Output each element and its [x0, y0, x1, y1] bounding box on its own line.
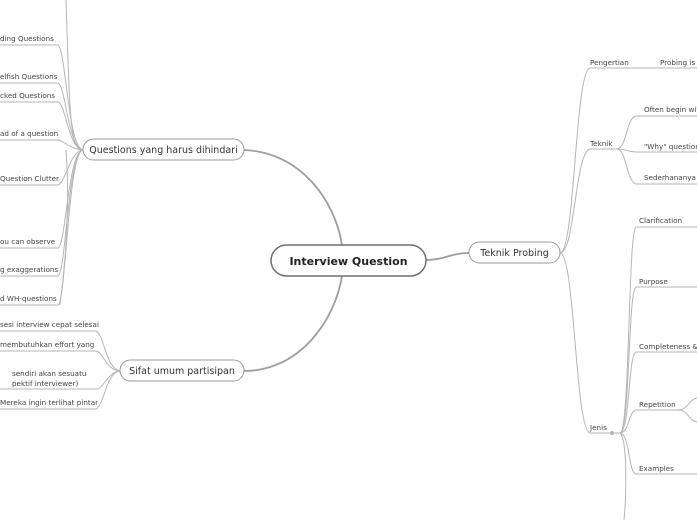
- leaf-label: Repetition: [639, 400, 676, 409]
- connector-jenis-4: [619, 409, 678, 434]
- branch-questions-yang-harus-dihindari[interactable]: Questions yang harus dihindari: [82, 138, 245, 161]
- connector-root-questions: [243, 149, 343, 246]
- connector-sifat-2: [0, 350, 121, 372]
- leaf-label: sesi interview cepat selesai: [0, 320, 99, 329]
- category-labels: Pengertian Teknik Jenis: [589, 58, 629, 432]
- leaf-label: Completeness & a: [639, 342, 697, 351]
- connector-teknik-3: [616, 148, 697, 185]
- branch-sifat-umum-partisipan[interactable]: Sifat umum partisipan: [119, 359, 245, 382]
- leaf-label: Purpose: [639, 277, 668, 286]
- leaf-label: Probing is a: [660, 58, 697, 67]
- root-node-frame[interactable]: [270, 244, 427, 277]
- leaf-label: ad of a question: [0, 129, 58, 138]
- category-pengertian[interactable]: Pengertian: [590, 58, 629, 67]
- connector-sifat-1: [0, 330, 121, 372]
- branch-node-label: Sifat umum partisipan: [129, 366, 235, 377]
- category-teknik[interactable]: Teknik: [589, 139, 613, 148]
- sifat-leaf-labels: sesi interview cepat selesai membutuhkan…: [0, 320, 99, 407]
- connector-teknik-2: [616, 148, 697, 153]
- questions-leaf-labels: ding Questions elfish Questions cked Que…: [0, 34, 59, 303]
- branch-node-frame[interactable]: [468, 241, 561, 264]
- branch-node-frame[interactable]: [119, 359, 245, 382]
- connector-leaf-4: [0, 139, 84, 151]
- branch-node-label: Teknik Probing: [479, 248, 549, 259]
- connector-jenis-5: [619, 432, 697, 475]
- connector-jenis-6: [619, 432, 627, 520]
- jenis-collapse-dot[interactable]: [610, 431, 614, 435]
- connector-jenis-1: [619, 226, 697, 434]
- connector-probing-teknik: [559, 148, 617, 254]
- leaf-label: cked Questions: [0, 91, 55, 100]
- leaf-label: d WH-questions: [0, 294, 57, 303]
- connector-probing-jenis: [559, 252, 620, 434]
- branch-node-label: Questions yang harus dihindari: [89, 145, 237, 156]
- branch-teknik-probing[interactable]: Teknik Probing: [468, 241, 561, 264]
- connector-sifat-4: [0, 370, 121, 410]
- root-node-label: Interview Question: [289, 255, 407, 268]
- branch-node-frame[interactable]: [82, 138, 245, 161]
- leaf-label: g exaggerations: [0, 265, 58, 274]
- connector-jenis-3: [619, 351, 697, 434]
- connector-leaf-2: [0, 82, 84, 151]
- leaf-label: ou can observe: [0, 237, 56, 246]
- leaf-label: ding Questions: [0, 34, 54, 43]
- leaf-label: "Why" question: [644, 142, 697, 151]
- leaf-label: elfish Questions: [0, 72, 58, 81]
- right-leaf-labels: Probing is a Often begin wit "Why" quest…: [639, 58, 697, 473]
- connector-teknik-1: [616, 115, 697, 150]
- connector-probing-pengertian: [559, 67, 630, 254]
- leaf-label: Mereka ingin terlihat pintar: [0, 398, 98, 407]
- connector-leaf-3: [0, 101, 84, 151]
- category-jenis[interactable]: Jenis: [589, 423, 607, 432]
- leaf-label: Question Clutter: [0, 174, 59, 183]
- connector-leaf-5: [0, 149, 84, 186]
- leaf-label: Often begin wit: [644, 105, 697, 114]
- connector-root-teknik-probing: [425, 252, 470, 261]
- connector-repetition-more: [677, 397, 697, 423]
- connector-jenis-2: [619, 286, 697, 434]
- right-connectors: [425, 67, 697, 520]
- root-node[interactable]: Interview Question: [270, 244, 427, 277]
- connector-leaf-8: [0, 149, 84, 306]
- leaf-label: pektif interviewer): [12, 379, 78, 388]
- leaf-label: Examples: [639, 464, 674, 473]
- leaf-label: Clarification: [639, 216, 682, 225]
- leaf-label: Sederhananya b: [644, 173, 697, 182]
- connector-leaf-1: [0, 44, 84, 151]
- connector-root-sifat: [243, 275, 343, 372]
- connector-leaf-7: [0, 149, 84, 277]
- left-connectors: [0, 0, 343, 410]
- leaf-label: sendiri akan sesuatu: [12, 369, 86, 378]
- leaf-label: membutuhkan effort yang: [0, 340, 94, 349]
